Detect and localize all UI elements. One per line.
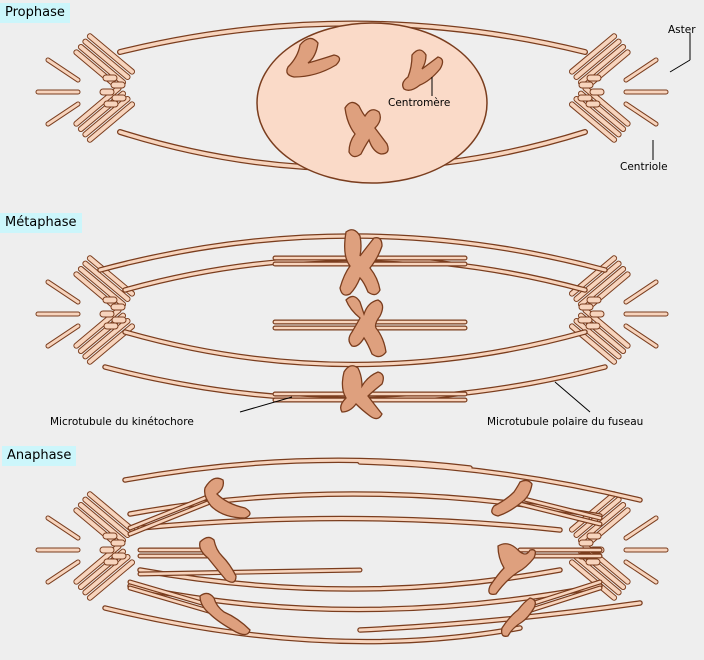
aster-left-anaphase [38, 491, 136, 602]
phase-label-metaphase: Métaphase [0, 213, 82, 233]
metaphase-panel: Microtubule du kinétochore Microtubule p… [38, 230, 666, 428]
phase-label-prophase: Prophase [0, 3, 70, 23]
nucleus [257, 23, 487, 183]
phase-label-anaphase: Anaphase [2, 446, 76, 466]
aster-right-anaphase [568, 491, 666, 602]
prophase-panel: Aster Centromère Centriole [38, 23, 696, 183]
aster-label: Aster [668, 24, 696, 36]
centriole-callout: Centriole [620, 140, 668, 173]
centriole-label: Centriole [620, 161, 668, 173]
aster-callout: Aster [668, 24, 696, 72]
anaphase-panel [38, 460, 666, 641]
kinetochore-microtubule-label: Microtubule du kinétochore [50, 416, 194, 428]
polar-microtubule-label: Microtubule polaire du fuseau [487, 416, 643, 428]
centromere-label: Centromère [388, 97, 450, 109]
kinetochore-microtubule-callout: Microtubule du kinétochore [50, 397, 292, 428]
aster-left-metaphase [38, 255, 136, 366]
aster-right-metaphase [568, 255, 666, 366]
